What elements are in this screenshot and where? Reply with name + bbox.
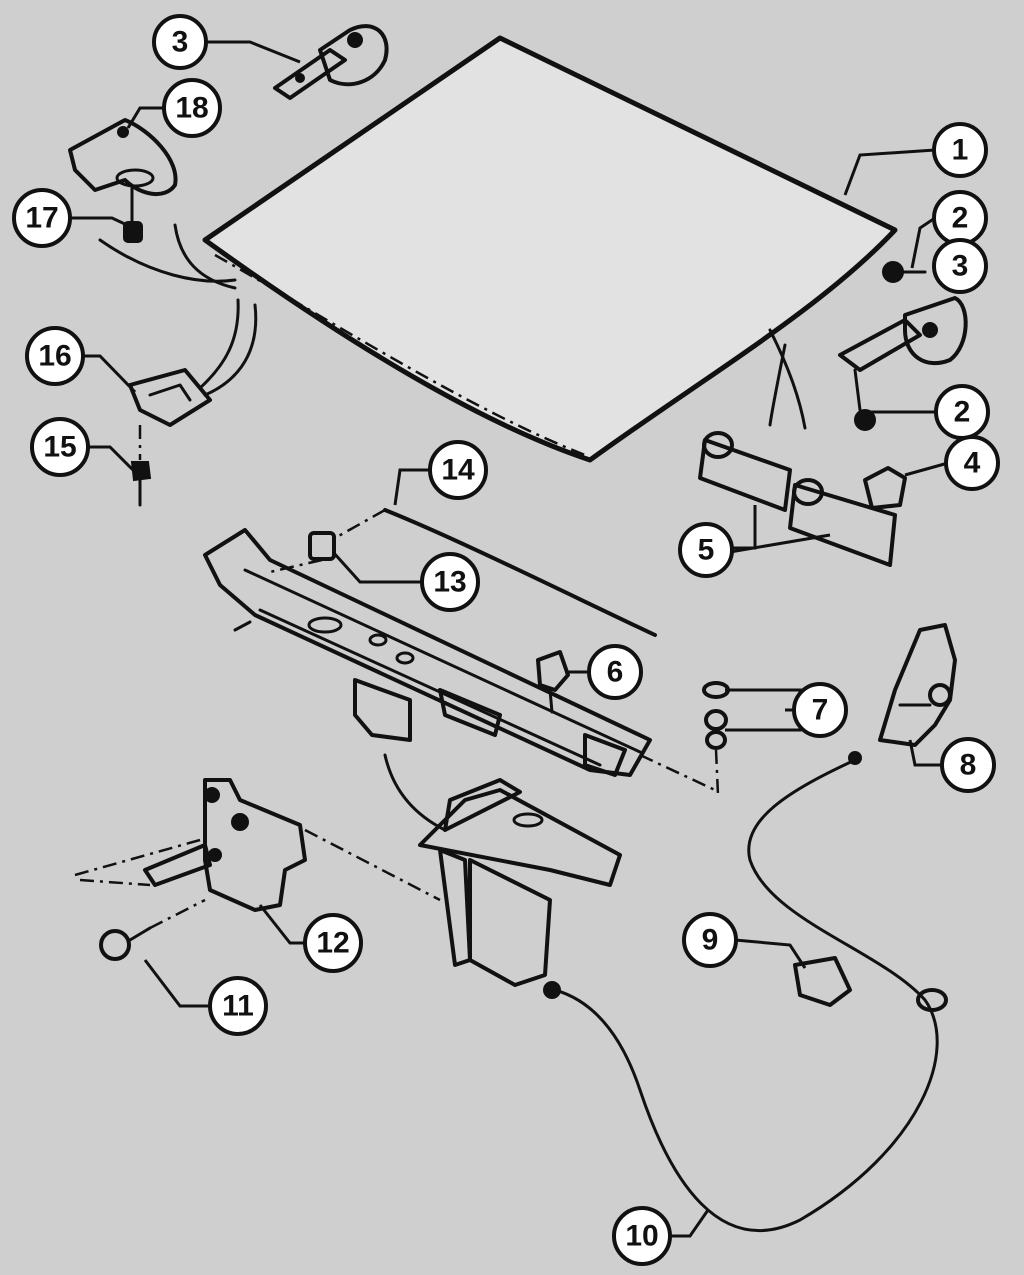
callout: 7 — [792, 682, 848, 738]
callout-label: 13 — [433, 566, 466, 599]
hood-seals — [698, 431, 897, 567]
callout-label: 7 — [812, 694, 829, 727]
hood-stay-bracket — [68, 118, 178, 197]
callout: 12 — [303, 913, 363, 973]
hood-bumper — [128, 368, 212, 427]
callout-label: 3 — [172, 26, 189, 59]
leader-lines — [70, 40, 949, 1238]
cable-grommet — [793, 956, 852, 1007]
callout-label: 18 — [175, 92, 208, 125]
callout-label: 15 — [43, 431, 76, 464]
callout-label: 8 — [960, 749, 977, 782]
callout: 6 — [587, 644, 643, 700]
callout: 3 — [932, 238, 988, 294]
bushings — [639, 681, 730, 796]
callout: 17 — [12, 188, 72, 248]
callout-label: 14 — [441, 454, 475, 487]
callout: 3 — [152, 14, 208, 70]
hood-rubber-stop — [863, 466, 907, 510]
callout-label: 11 — [222, 990, 254, 1023]
callout: 14 — [428, 440, 488, 500]
hood-prop-rod — [334, 508, 657, 637]
bumper-bolt — [130, 425, 152, 507]
callout-label: 9 — [702, 924, 719, 957]
callout-label: 2 — [952, 202, 969, 235]
callout-label: 5 — [698, 534, 715, 567]
callout-label: 3 — [952, 250, 969, 283]
callout-label: 4 — [964, 447, 981, 480]
callout: 1 — [932, 122, 988, 178]
hood-release-handle — [878, 623, 957, 747]
callout: 16 — [25, 326, 85, 386]
callout-label: 1 — [952, 134, 969, 167]
callout: 8 — [940, 737, 996, 793]
callout: 15 — [30, 417, 90, 477]
hood-latch — [74, 778, 441, 912]
callout-label: 17 — [25, 202, 58, 235]
hood-release-cable — [543, 751, 948, 1233]
callout: 10 — [612, 1206, 672, 1266]
hinge-left — [273, 24, 389, 100]
callout: 9 — [682, 912, 738, 968]
callout-label: 2 — [954, 396, 971, 429]
callout-label: 10 — [625, 1220, 658, 1253]
callout: 18 — [162, 78, 222, 138]
latch-bracket — [383, 753, 622, 987]
prop-rod-clip — [536, 650, 570, 714]
callout: 13 — [420, 552, 480, 612]
callout: 5 — [678, 522, 734, 578]
hood-panel — [98, 35, 898, 463]
callout-label: 16 — [38, 340, 71, 373]
callout: 2 — [932, 190, 988, 246]
callout-label: 6 — [607, 656, 624, 689]
callout: 2 — [934, 384, 990, 440]
callout: 11 — [208, 976, 268, 1036]
latch-bolt — [99, 898, 206, 961]
callout-label: 12 — [316, 927, 349, 960]
support-grommet — [269, 531, 336, 574]
radiator-support-crossmember — [203, 528, 652, 777]
callout: 4 — [944, 435, 1000, 491]
stay-bolt — [123, 186, 143, 243]
